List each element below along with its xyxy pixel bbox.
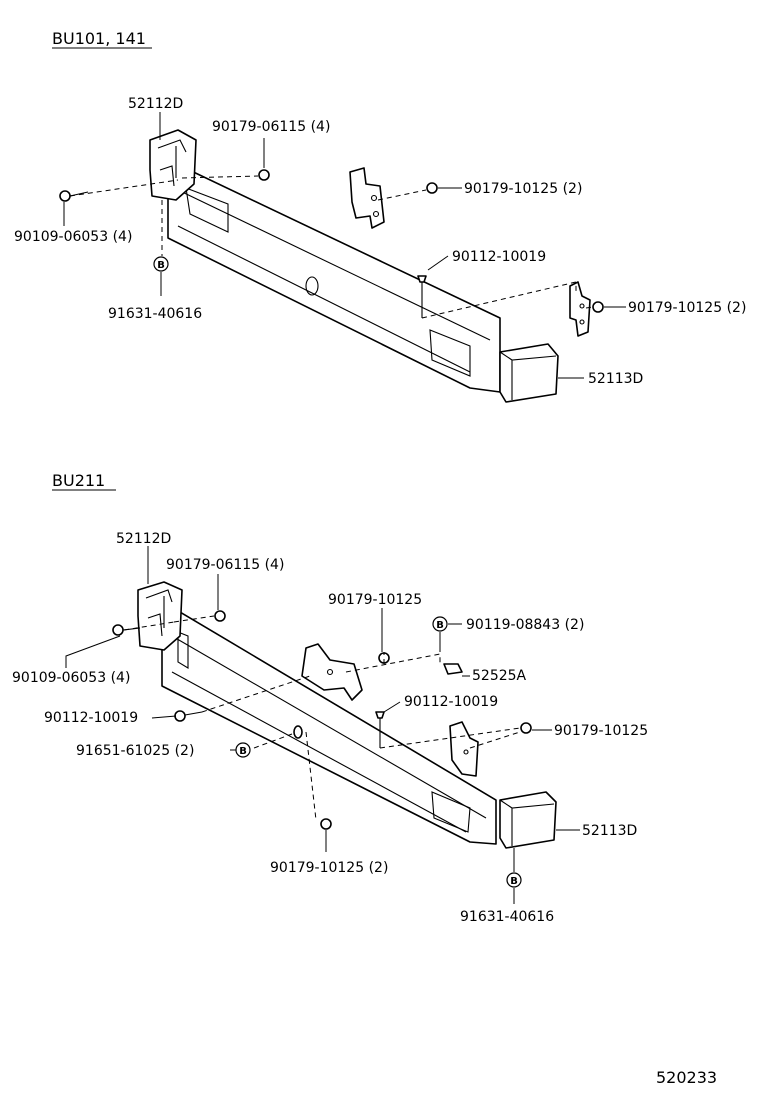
- part-label: 90179-10125: [554, 723, 648, 739]
- bumper-reinforcement: [161, 611, 497, 845]
- figure-number: 520233: [656, 1068, 717, 1087]
- svg-text:B: B: [239, 746, 247, 757]
- svg-text:B: B: [436, 620, 444, 631]
- bolt-icon: [174, 710, 203, 722]
- corner-piece-right: [499, 343, 559, 403]
- part-label: 90109-06053 (4): [14, 229, 132, 245]
- part-label: 90112-10019: [452, 249, 546, 265]
- part-label: 90179-06115 (4): [166, 557, 284, 573]
- part-label: 91631-40616: [460, 909, 554, 925]
- bolt-icon: [375, 711, 385, 748]
- mounting-bracket-center: [301, 643, 363, 701]
- clip-icon: [293, 725, 303, 739]
- clip-b-badge: B: [153, 256, 169, 272]
- part-label: 90179-10125 (2): [628, 300, 746, 316]
- nut-icon: [426, 182, 438, 194]
- svg-text:B: B: [510, 876, 518, 887]
- part-label: 90179-10125 (2): [464, 181, 582, 197]
- mounting-bracket-1: [349, 167, 385, 229]
- part-label: 90109-06053 (4): [12, 670, 130, 686]
- mounting-bracket-2: [569, 281, 591, 337]
- nut-icon: [520, 722, 532, 734]
- corner-piece-left: [137, 581, 183, 651]
- bracket-52525a: [443, 663, 463, 675]
- bolt-icon: [417, 275, 427, 318]
- section-bu211: BU211: [12, 471, 648, 925]
- part-label: 52113D: [582, 823, 637, 839]
- nut-icon: [258, 169, 270, 181]
- part-label: 91631-40616: [108, 306, 202, 322]
- part-label: 52112D: [128, 96, 183, 112]
- section-bu101-141: BU101, 141: [14, 29, 746, 403]
- part-label: 52112D: [116, 531, 171, 547]
- nut-icon: [592, 301, 604, 313]
- svg-text:B: B: [157, 260, 165, 271]
- part-label: 52525A: [472, 668, 527, 684]
- clip-b-badge: B: [506, 872, 522, 888]
- clip-b-badge: B: [432, 616, 448, 632]
- section-title: BU211: [52, 471, 105, 490]
- mounting-bracket-right: [449, 721, 479, 777]
- bolt-icon: [59, 190, 89, 202]
- part-label: 90119-08843 (2): [466, 617, 584, 633]
- part-label: 90112-10019: [44, 710, 138, 726]
- part-label: 90179-06115 (4): [212, 119, 330, 135]
- nut-icon: [214, 610, 226, 622]
- nut-icon: [320, 818, 332, 830]
- part-label: 91651-61025 (2): [76, 743, 194, 759]
- clip-b-badge: B: [235, 742, 251, 758]
- part-label: 90112-10019: [404, 694, 498, 710]
- part-label: 52113D: [588, 371, 643, 387]
- bumper-reinforcement: [167, 167, 501, 393]
- section-title: BU101, 141: [52, 29, 146, 48]
- part-label: 90179-10125 (2): [270, 860, 388, 876]
- part-label: 90179-10125: [328, 592, 422, 608]
- corner-piece-right: [499, 791, 557, 849]
